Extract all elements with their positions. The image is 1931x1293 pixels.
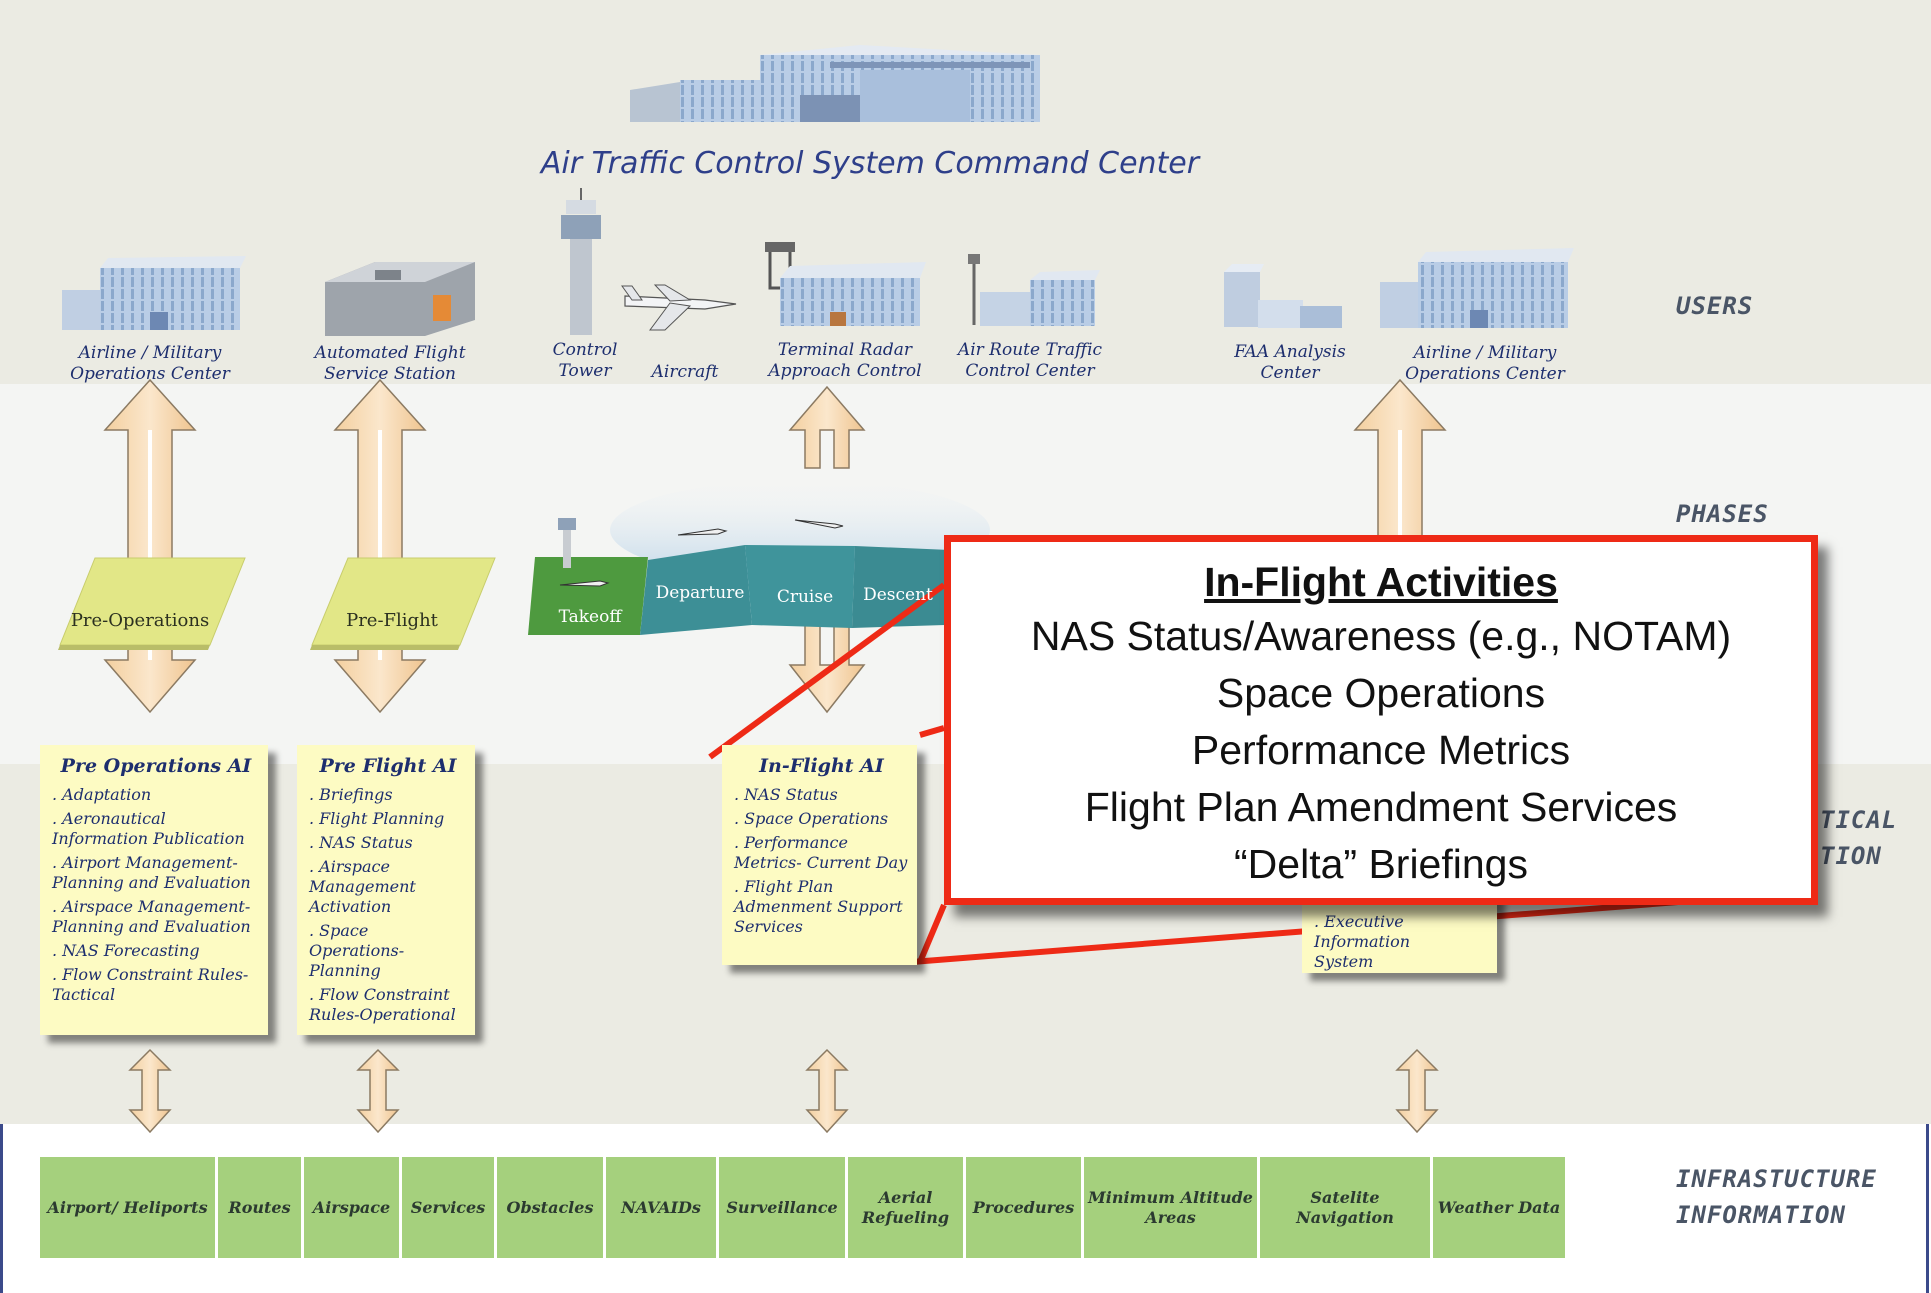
ai-box-item: . Flight Planning <box>309 809 445 828</box>
artcc-building-icon <box>968 254 1100 326</box>
infra-cell-satelite-navigation: Satelite Navigation <box>1260 1157 1430 1258</box>
infra-right-edge <box>1926 1124 1929 1293</box>
infrastructure-row-label: INFRASTUCTURE <box>1676 1165 1877 1193</box>
callout-heading: In-Flight Activities <box>1204 559 1558 605</box>
phases-row-label: PHASES <box>1676 500 1769 528</box>
ai-box-item: . NAS Status <box>309 833 413 852</box>
phase-label-takeoff: Takeoff <box>558 607 622 627</box>
phase-label-pre-operations: Pre-Operations <box>70 610 210 631</box>
radar-building-icon <box>765 242 926 326</box>
ai-box-item: . Aeronautical Information Publication <box>52 809 245 848</box>
ai-to-infra-arrow <box>356 1048 400 1134</box>
pre-operations-ai-box: Pre Operations AI . Adaptation . Aeronau… <box>40 745 268 1035</box>
ai-to-infra-arrow <box>128 1048 172 1134</box>
building-icon <box>62 256 246 330</box>
command-center-building-icon <box>630 45 1040 122</box>
user-label-aircraft: Aircraft <box>651 362 719 382</box>
phase-label-departure: Departure <box>655 583 745 603</box>
ai-box-title: Pre Operations AI <box>60 755 252 777</box>
callout-item: Flight Plan Amendment Services <box>1084 784 1678 830</box>
ai-box-item: . Space Operations- Planning <box>309 921 405 980</box>
ai-box-item: . Adaptation <box>52 785 152 804</box>
analysis-center-icon <box>1224 264 1342 328</box>
ai-box-item: . Performance Metrics- Current Day <box>734 833 908 872</box>
callout-item: Performance Metrics <box>1191 727 1571 773</box>
ai-box-title: Pre Flight AI <box>319 755 457 777</box>
users-to-ai-double-arrow <box>103 378 197 714</box>
ai-row-label-fragment: TION <box>1820 842 1882 870</box>
in-flight-ai-box: In-Flight AI . NAS Status . Space Operat… <box>722 745 917 965</box>
infra-cell-services: Services <box>402 1157 494 1258</box>
pre-flight-ai-box: Pre Flight AI . Briefings . Flight Plann… <box>297 745 475 1035</box>
tracon-up-arrow <box>788 385 866 469</box>
flight-to-ai-arrow <box>788 619 866 714</box>
infra-left-edge <box>0 1124 3 1293</box>
callout-item: Space Operations <box>1216 670 1546 716</box>
phase-label-pre-flight: Pre-Flight <box>346 610 438 631</box>
building-icon <box>1380 248 1574 328</box>
ai-box-title: In-Flight AI <box>759 755 884 777</box>
ai-row-label-fragment: TICAL <box>1820 806 1898 834</box>
infra-cell-surveillance: Surveillance <box>719 1157 845 1258</box>
infra-cell-aerial-refueling: Aerial Refueling <box>848 1157 963 1258</box>
infra-cell-obstacles: Obstacles <box>497 1157 603 1258</box>
infra-cell-airspace: Airspace <box>304 1157 399 1258</box>
users-to-ai-double-arrow <box>333 378 427 714</box>
ai-box-item: . Flow Constraint Rules- Tactical <box>52 965 249 1004</box>
ai-box-item: . Executive Information <box>1314 912 1411 951</box>
users-row-label: USERS <box>1676 292 1754 320</box>
infra-cell-weather-data: Weather Data <box>1433 1157 1565 1258</box>
page-title: Air Traffic Control System Command Cente… <box>540 146 1200 181</box>
callout-item: NAS Status/Awareness (e.g., NOTAM) <box>1030 613 1732 659</box>
infra-cell-minimum-altitude-areas: Minimum Altitude Areas <box>1084 1157 1257 1258</box>
ai-box-item: . Airport Management- Planning and Evalu… <box>52 853 251 892</box>
phase-label-descent: Descent <box>863 585 933 605</box>
ai-box-item: . Airspace Management Activation <box>309 857 416 916</box>
infra-cell-navaids: NAVAIDs <box>606 1157 716 1258</box>
ai-box-item: System <box>1314 952 1374 971</box>
ai-box-item: . NAS Status <box>734 785 838 804</box>
ai-box-item: . NAS Forecasting <box>52 941 200 960</box>
control-tower-icon <box>561 188 601 335</box>
in-flight-activities-callout: In-Flight Activities NAS Status/Awarenes… <box>944 535 1818 905</box>
infra-cell-procedures: Procedures <box>966 1157 1081 1258</box>
flight-service-station-icon <box>325 262 475 336</box>
ai-to-infra-arrow <box>1395 1048 1439 1134</box>
infrastructure-row-label: INFORMATION <box>1676 1201 1846 1229</box>
callout-item: “Delta” Briefings <box>1234 841 1528 887</box>
ai-box-item: . Airspace Management- Planning and Eval… <box>52 897 251 936</box>
infra-cell-airport-heliports: Airport/ Heliports <box>40 1157 215 1258</box>
pre-flight-phase-tile <box>310 557 496 650</box>
ai-box-item: . Flight Plan Admenment Support Services <box>734 877 903 936</box>
phase-label-cruise: Cruise <box>776 587 834 607</box>
ai-box-item: . Flow Constraint Rules-Operational <box>309 985 456 1024</box>
ai-box-item: . Briefings <box>309 785 393 804</box>
ai-to-infra-arrow <box>805 1048 849 1134</box>
pre-operations-phase-tile <box>58 557 246 650</box>
ai-box-item: . Space Operations <box>734 809 889 828</box>
aircraft-icon <box>621 284 737 331</box>
infra-cell-routes: Routes <box>218 1157 301 1258</box>
users-to-ai-double-arrow <box>1353 378 1447 561</box>
